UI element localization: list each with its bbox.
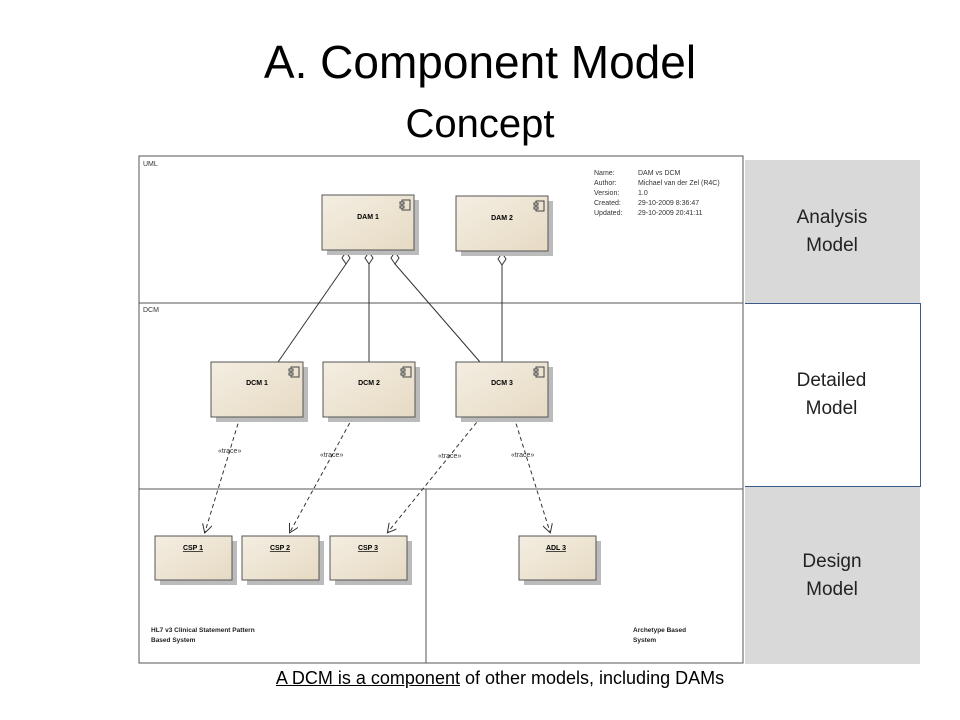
design-line2: Model	[806, 578, 858, 600]
component-icon	[399, 199, 411, 211]
trace-label-2: «trace»	[320, 452, 343, 459]
uml-frame	[138, 155, 744, 304]
svg-text:DAM 2: DAM 2	[491, 215, 513, 222]
trace-label-4: «trace»	[511, 452, 534, 459]
component-icon	[400, 366, 412, 378]
component-icon	[288, 366, 300, 378]
caption-rest: of other models, including DAMs	[459, 668, 725, 688]
component-adl3: ADL 3	[518, 535, 601, 585]
svg-text:DCM 2: DCM 2	[358, 380, 380, 387]
svg-text:CSP 2: CSP 2	[270, 545, 290, 552]
component-icon	[533, 200, 545, 212]
dcm-frame-label: DCM	[143, 307, 159, 314]
info-created-val: 29-10-2009 8:36:47	[638, 200, 699, 207]
component-dam1: DAM 1	[321, 194, 419, 255]
caption: A DCM is a component of other models, in…	[0, 666, 960, 690]
component-diagram: UML DCM Name: DAM vs DCM Author: Michael…	[138, 155, 745, 665]
aggregation-links	[277, 251, 507, 363]
page-subtitle: Concept	[405, 102, 555, 146]
svg-text:DCM 1: DCM 1	[246, 380, 268, 387]
component-dcm3: DCM 3	[455, 361, 553, 422]
hl7-system-label-1: HL7 v3 Clinical Statement Pattern	[151, 627, 255, 634]
component-csp3: CSP 3	[329, 535, 412, 585]
archetype-system-label-2: System	[633, 637, 656, 644]
archetype-frame	[425, 488, 744, 664]
detailed-line1: Detailed	[796, 370, 867, 391]
hl7-system-label-2: Based System	[151, 637, 196, 644]
trace-label-3: «trace»	[438, 453, 461, 460]
info-name-val: DAM vs DCM	[638, 170, 681, 177]
component-dcm1: DCM 1	[210, 361, 308, 422]
info-created-key: Created:	[594, 200, 621, 207]
design-line1: Design	[802, 550, 862, 572]
analysis-line1: Analysis	[796, 206, 868, 228]
detailed-line2: Model	[805, 398, 858, 419]
archetype-system-label-1: Archetype Based	[633, 627, 686, 634]
analysis-line2: Model	[806, 234, 858, 256]
diagram-info: Name: DAM vs DCM Author: Michael van der…	[594, 170, 720, 217]
caption-underlined: A DCM is a component	[275, 668, 460, 688]
component-csp2: CSP 2	[241, 535, 324, 585]
info-name-key: Name:	[594, 170, 615, 177]
component-dam2: DAM 2	[455, 195, 553, 256]
trace-links	[205, 416, 550, 532]
svg-text:CSP 3: CSP 3	[358, 545, 378, 552]
info-author-key: Author:	[594, 180, 617, 187]
svg-text:DAM 1: DAM 1	[357, 214, 379, 221]
component-icon	[533, 366, 545, 378]
svg-text:CSP 1: CSP 1	[183, 545, 203, 552]
info-version-val: 1.0	[638, 190, 648, 197]
page-title: A. Component Model	[263, 36, 697, 88]
uml-frame-label: UML	[143, 161, 158, 168]
svg-text:ADL 3: ADL 3	[546, 545, 566, 552]
info-version-key: Version:	[594, 190, 619, 197]
info-updated-key: Updated:	[594, 210, 622, 217]
component-dcm2: DCM 2	[322, 361, 420, 422]
svg-text:DCM 3: DCM 3	[491, 380, 513, 387]
component-csp1: CSP 1	[154, 535, 237, 585]
info-author-val: Michael van der Zel (R4C)	[638, 180, 720, 187]
trace-label-1: «trace»	[218, 448, 241, 455]
info-updated-val: 29-10-2009 20:41:11	[638, 210, 703, 217]
